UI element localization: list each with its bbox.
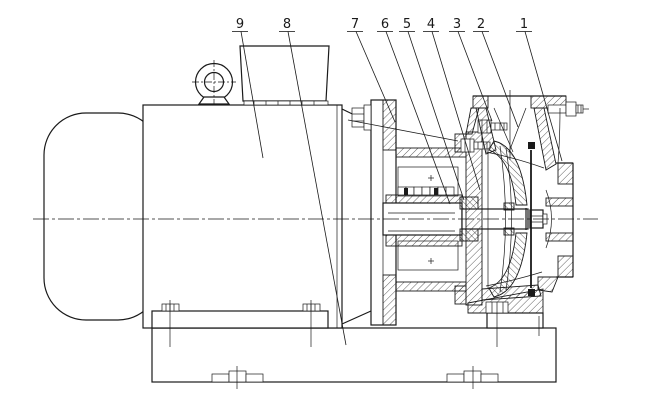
leader-line-8 [287, 31, 347, 346]
callout-label-8: 8 [283, 17, 291, 32]
discharge-stud-bolt [547, 101, 589, 117]
callout-2: 2 [473, 17, 519, 128]
callout-5: 5 [399, 17, 465, 201]
leader-line-2 [481, 31, 519, 128]
plus-mark-top [428, 175, 434, 181]
sleeve-hatch-top [385, 194, 463, 204]
pump-foot [467, 288, 544, 347]
flange-bolt [351, 104, 372, 131]
leader-line-3 [457, 31, 493, 122]
callout-label-7: 7 [351, 17, 359, 32]
callout-label-5: 5 [403, 17, 411, 32]
callout-6: 6 [377, 17, 451, 205]
suction-flange [545, 162, 574, 278]
callouts: 9 8 7 6 5 4 3 [232, 17, 563, 346]
leader-line-7 [355, 31, 396, 123]
callout-3: 3 [449, 17, 493, 122]
leader-line-5 [407, 31, 465, 201]
callout-label-2: 2 [477, 17, 485, 32]
motor-foot [151, 300, 329, 347]
motor-body [142, 104, 343, 329]
callout-7: 7 [347, 17, 459, 142]
plus-mark-bottom [428, 258, 434, 264]
callout-1: 1 [516, 17, 563, 162]
sleeve-hatch-bottom [385, 234, 463, 247]
impeller [487, 140, 535, 298]
suction-pipe-wall-bottom [545, 232, 574, 242]
callout-label-3: 3 [453, 17, 461, 32]
callout-4: 4 [423, 17, 481, 191]
baseplate [151, 327, 557, 389]
suction-pipe-wall-top [545, 197, 574, 207]
volute-casing [465, 90, 589, 347]
terminal-box [239, 45, 330, 106]
callout-label-1: 1 [520, 17, 528, 32]
callout-8: 8 [279, 17, 347, 346]
leader-line-7b [347, 119, 459, 142]
leader-line-6 [385, 31, 451, 205]
callout-label-9: 9 [236, 17, 244, 32]
callout-label-4: 4 [427, 17, 435, 32]
lifting-eye [192, 60, 236, 105]
callout-label-6: 6 [381, 17, 389, 32]
mechanical-seal [397, 186, 455, 196]
anchor-notch-left [211, 366, 264, 389]
leader-line-4 [431, 31, 481, 191]
anchor-notch-right [446, 366, 499, 389]
leader-line-9 [240, 31, 264, 159]
shaft-assembly [382, 186, 548, 247]
wear-ring-top [528, 142, 535, 149]
wear-ring-bottom [528, 289, 535, 296]
leader-line-1 [524, 31, 563, 162]
callout-9: 9 [232, 17, 264, 159]
neck-wall-right [533, 107, 557, 171]
